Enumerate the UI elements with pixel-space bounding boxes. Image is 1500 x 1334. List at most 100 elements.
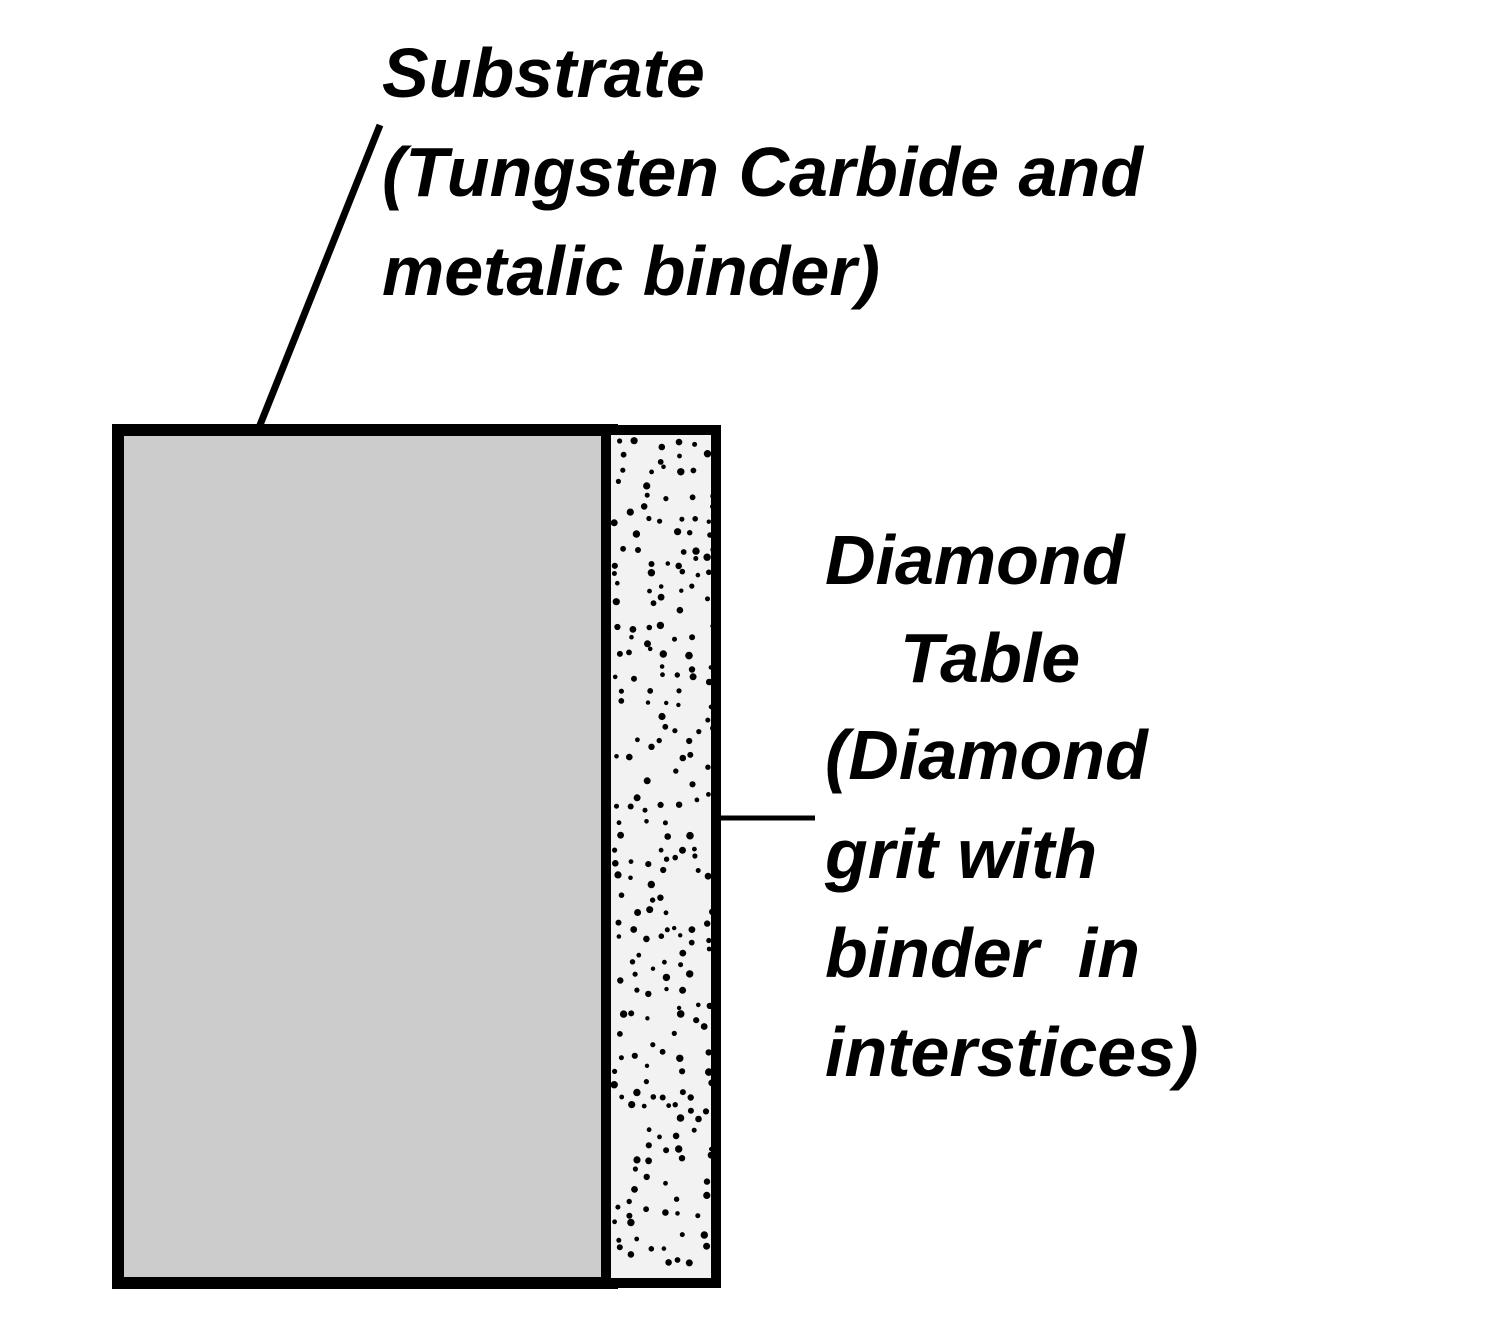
grit-dot <box>626 508 634 516</box>
grit-dot <box>692 547 700 555</box>
grit-dot <box>612 1068 618 1074</box>
grit-dot <box>671 1030 677 1036</box>
grit-dot <box>634 987 640 993</box>
grit-dot <box>704 920 711 927</box>
substrate-label-line-2: (Tungsten Carbide and <box>382 133 1144 211</box>
grit-dot <box>680 549 687 555</box>
grit-dot <box>663 856 670 862</box>
grit-dot <box>703 1191 711 1199</box>
grit-dot <box>626 753 633 761</box>
grit-dot <box>679 1068 686 1075</box>
grit-dot <box>707 532 713 538</box>
grit-dot <box>626 1198 632 1205</box>
grit-dot <box>672 636 677 642</box>
grit-dot <box>647 588 652 594</box>
grit-dot <box>660 866 667 874</box>
grit-dot <box>662 973 671 982</box>
grit-dot <box>661 464 666 470</box>
grit-dot <box>665 561 671 566</box>
grit-dot <box>709 908 716 915</box>
grit-dot <box>679 516 685 522</box>
grit-dot <box>706 1002 713 1010</box>
grit-dot <box>659 1094 666 1101</box>
grit-dot <box>656 737 662 744</box>
grit-dot <box>631 1186 638 1193</box>
grit-dot <box>675 562 682 570</box>
grit-dot <box>689 781 696 788</box>
grit-dot <box>705 596 710 602</box>
grit-dot <box>610 519 618 527</box>
grit-dot <box>617 438 623 444</box>
grit-dot <box>676 1054 684 1063</box>
grit-dot <box>679 1089 686 1096</box>
grit-dot <box>617 831 624 839</box>
grit-dot <box>641 1103 647 1109</box>
diamond-table-label-line-3: (Diamond <box>825 716 1149 794</box>
grit-dot <box>704 872 712 880</box>
grit-dot <box>676 606 684 614</box>
grit-dot <box>706 937 712 944</box>
grit-dot <box>695 572 701 578</box>
grit-dot <box>679 846 686 854</box>
grit-dot <box>627 1218 635 1227</box>
grit-dot <box>674 672 680 678</box>
grit-dot <box>648 1246 655 1252</box>
grit-dot <box>632 530 641 538</box>
grit-dot <box>664 700 669 706</box>
grit-dot <box>620 467 626 473</box>
grit-dot <box>705 1068 713 1076</box>
grit-dot <box>619 1094 625 1100</box>
grit-dot <box>676 1010 685 1018</box>
grit-dot <box>685 1259 693 1267</box>
grit-dot <box>690 467 697 474</box>
grit-dot <box>612 674 618 680</box>
grit-dot <box>686 831 694 840</box>
grit-dot <box>660 672 665 678</box>
grit-dot <box>663 1180 668 1186</box>
grit-dot <box>675 1211 680 1216</box>
grit-dot <box>702 1108 710 1115</box>
grit-dot <box>633 1088 641 1097</box>
grit-dot <box>686 970 694 978</box>
grit-dot <box>672 1132 680 1140</box>
grit-dot <box>659 664 665 669</box>
grit-dot <box>662 723 669 730</box>
grit-dot <box>618 1055 624 1061</box>
substrate-label: Substrate (Tungsten Carbide and metalic … <box>382 34 1144 310</box>
grit-dot <box>673 768 679 774</box>
grit-dot <box>678 962 684 968</box>
substrate-label-line-3: metalic binder) <box>382 232 880 310</box>
grit-dot <box>615 1204 621 1210</box>
grit-dot <box>616 820 622 826</box>
grit-dot <box>618 892 625 898</box>
grit-dot <box>665 1259 672 1266</box>
grit-dot <box>707 1151 715 1159</box>
grit-dot <box>695 1213 701 1219</box>
grit-dot <box>694 797 700 803</box>
grit-dot <box>658 443 666 451</box>
grit-dot <box>626 649 632 656</box>
grit-dot <box>659 1048 666 1055</box>
grit-dot <box>703 1178 711 1185</box>
grit-dot <box>674 528 682 536</box>
grit-dot <box>645 861 652 868</box>
grit-dot <box>693 556 699 561</box>
grit-dot <box>649 897 656 903</box>
grit-dot <box>676 688 682 694</box>
grit-dot <box>656 621 665 630</box>
grit-dot <box>688 939 695 946</box>
grit-dot <box>647 688 654 694</box>
grit-dot <box>689 494 696 501</box>
grit-dot <box>611 562 618 569</box>
grit-dot <box>612 1219 617 1225</box>
grit-dot <box>692 441 698 447</box>
grit-dot <box>628 875 633 881</box>
grit-dot <box>615 580 620 586</box>
grit-dot <box>676 1005 682 1011</box>
grit-dot <box>700 1023 708 1030</box>
grit-dot <box>705 678 713 686</box>
grit-dot <box>632 1166 639 1172</box>
grit-dot <box>643 1173 650 1181</box>
diamond-grit-dots <box>610 437 718 1267</box>
